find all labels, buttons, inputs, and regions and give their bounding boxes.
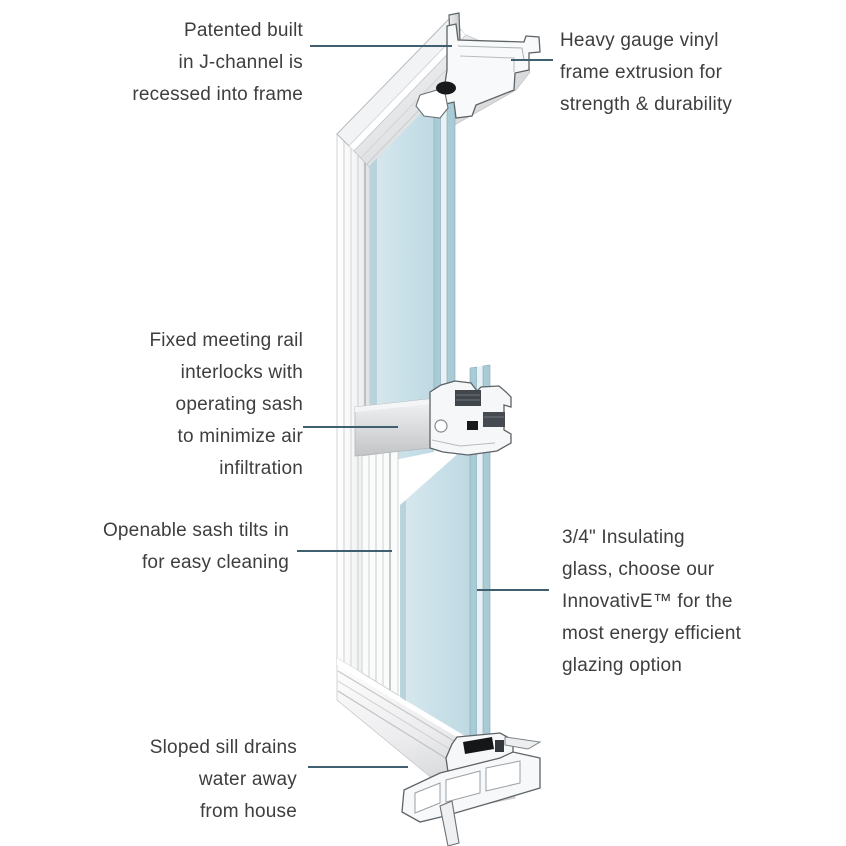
- leader-lines: [297, 45, 553, 768]
- head-extrusion-profile: [415, 12, 541, 119]
- callout-line: Heavy gauge vinyl: [560, 30, 719, 51]
- sill-gasket: [463, 737, 494, 754]
- callout-line: Openable sash tilts in: [102, 520, 289, 541]
- upper-sash-glass: [370, 94, 456, 465]
- callout-j-channel: Patented built in J-channel is recessed …: [40, 15, 303, 111]
- operable-sash-stiles: [361, 450, 399, 696]
- callout-line: for easy cleaning: [141, 552, 289, 573]
- callout-line: glass, choose our: [562, 559, 715, 580]
- callout-line: Sloped sill drains: [149, 737, 297, 758]
- weatherstrip-block: [483, 412, 505, 427]
- callout-line: to minimize air: [177, 426, 303, 447]
- callout-line: Patented built: [184, 20, 303, 41]
- callout-line: most energy efficient: [562, 623, 742, 644]
- callout-line: operating sash: [175, 394, 303, 415]
- meeting-rail-profile: [429, 380, 512, 456]
- callout-line: Fixed meeting rail: [149, 330, 303, 351]
- callout-line: recessed into frame: [132, 84, 303, 105]
- head-gasket: [436, 81, 456, 95]
- callout-sloped-sill: Sloped sill drains water away from house: [40, 732, 297, 828]
- sill-fin: [439, 800, 460, 846]
- weatherstrip-block: [455, 390, 481, 406]
- lower-sash-glass: [400, 364, 491, 753]
- callout-line: strength & durability: [560, 94, 733, 115]
- interlock-gasket: [467, 421, 478, 430]
- callout-line: water away: [198, 769, 297, 790]
- callout-line: in J-channel is: [178, 52, 303, 73]
- callout-openable-sash: Openable sash tilts in for easy cleaning: [40, 515, 289, 579]
- callout-line: interlocks with: [180, 362, 303, 383]
- callout-line: from house: [199, 801, 297, 822]
- callout-insulating-glass: 3/4" Insulating glass, choose our Innova…: [562, 522, 792, 682]
- lift-rail-flap: [504, 736, 542, 750]
- callout-frame-extrusion: Heavy gauge vinyl frame extrusion for st…: [560, 25, 790, 121]
- callout-line: glazing option: [562, 655, 683, 676]
- callout-line: InnovativE™ for the: [562, 591, 733, 612]
- callout-line: infiltration: [219, 458, 303, 479]
- callout-line: frame extrusion for: [560, 62, 723, 83]
- screw-boss: [434, 419, 448, 433]
- callout-meeting-rail: Fixed meeting rail interlocks with opera…: [40, 325, 303, 485]
- callout-line: 3/4" Insulating: [562, 527, 685, 548]
- sill-assembly: [401, 732, 542, 846]
